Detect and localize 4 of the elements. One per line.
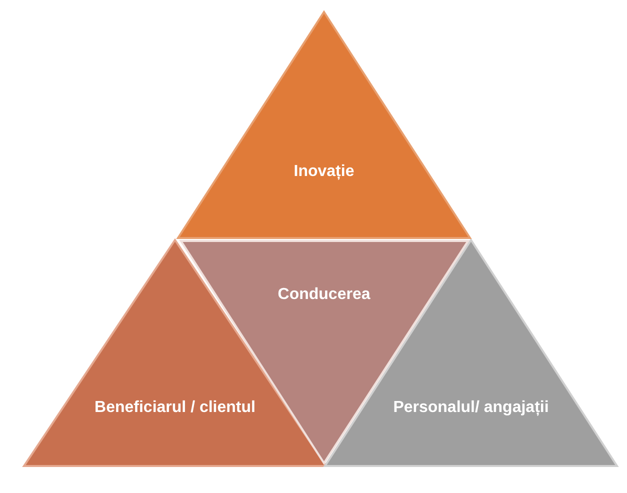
node-label: Conducerea xyxy=(276,285,372,305)
node-label: Personalul/ angajații xyxy=(392,398,550,418)
node-label: Inovație xyxy=(292,162,356,182)
node-label: Beneficiarul / clientul xyxy=(94,398,256,418)
